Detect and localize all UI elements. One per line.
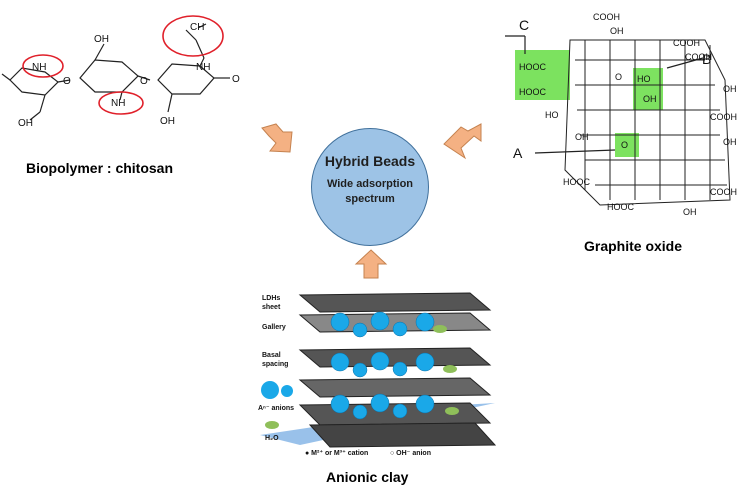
hub-title: Hybrid Beads <box>324 153 416 169</box>
nh-label: NH <box>196 62 210 73</box>
amine-label-top: NH <box>32 62 46 73</box>
water-molecules <box>433 325 459 415</box>
hydroxyl-label-3: OH <box>160 116 175 127</box>
label-anions: Aⁿ⁻ anions <box>258 405 294 412</box>
ho-1: HO <box>545 110 559 120</box>
cooh-3: COOH <box>685 52 712 62</box>
hub-subtitle: Wide adsorption spectrum <box>326 178 414 205</box>
epoxide-o: O <box>621 140 628 150</box>
label-ldh-2: sheet <box>262 304 281 311</box>
epoxide-o-2: O <box>615 72 622 82</box>
marker-a: A <box>513 145 523 161</box>
hydroxyl-label-2: OH <box>18 118 33 129</box>
hybrid-beads-node: Hybrid Beads Wide adsorption spectrum <box>311 128 429 246</box>
graphite-oxide-structure: COOH COOH COOH COOH COOH HOOC HOOC HOOC … <box>505 12 737 217</box>
label-gallery: Gallery <box>262 324 286 331</box>
label-hydroxide: ○ OH⁻ anion <box>390 450 431 457</box>
label-water: H₂O <box>265 435 279 442</box>
oh-3: OH <box>723 84 737 94</box>
legend-anion-icon <box>261 381 279 399</box>
label-basal-1: Basal <box>262 352 281 359</box>
label-basal-2: spacing <box>262 361 288 368</box>
amine-highlight-top <box>22 54 64 78</box>
ring-oxygen-1: O <box>63 76 71 87</box>
graphite-oxide-caption: Graphite oxide <box>584 238 683 254</box>
anion-spheres <box>330 311 435 420</box>
acetyl-label: CH <box>190 22 204 33</box>
label-cation: ● M²⁺ or M³⁺ cation <box>305 449 368 457</box>
arrow-from-graphite-oxide <box>443 123 482 160</box>
oh-1: OH <box>610 26 624 36</box>
chitosan-caption: Biopolymer : chitosan <box>26 160 174 176</box>
oh-5: OH <box>683 207 697 217</box>
hooc-2: HOOC <box>519 87 547 97</box>
oh-6: OH <box>575 132 589 142</box>
acetyl-highlight <box>162 15 224 57</box>
cooh-1: COOH <box>593 12 620 22</box>
oh-2: OH <box>643 94 657 104</box>
hooc-4: HOOC <box>607 202 635 212</box>
ho-2: HO <box>637 74 651 84</box>
marker-c: C <box>519 17 529 33</box>
hooc-3: HOOC <box>563 177 591 187</box>
oh-4: OH <box>723 137 737 147</box>
label-ldh-1: LDHs <box>262 295 280 302</box>
anionic-clay-caption: Anionic clay <box>326 469 409 485</box>
arrow-from-chitosan <box>261 123 293 153</box>
amine-label-bottom: NH <box>111 98 125 109</box>
hydroxyl-label-1: OH <box>94 34 109 45</box>
cooh-5: COOH <box>710 187 737 197</box>
anionic-clay-structure: LDHs sheet Gallery Basal spacing Aⁿ⁻ ani… <box>258 292 497 457</box>
end-oxygen: O <box>232 74 240 85</box>
hooc-1: HOOC <box>519 62 547 72</box>
amine-highlight-bottom <box>98 91 144 115</box>
cooh-2: COOH <box>673 38 700 48</box>
highlight-c <box>515 50 570 100</box>
cooh-4: COOH <box>710 112 737 122</box>
highlight-b <box>633 68 663 110</box>
marker-b: B <box>702 51 711 67</box>
chitosan-structure: NH NH CH O O OH OH OH NH O <box>1 15 240 129</box>
ring-oxygen-2: O <box>140 76 148 87</box>
arrow-from-anionic-clay <box>354 249 388 279</box>
legend-water-icon <box>265 421 279 429</box>
